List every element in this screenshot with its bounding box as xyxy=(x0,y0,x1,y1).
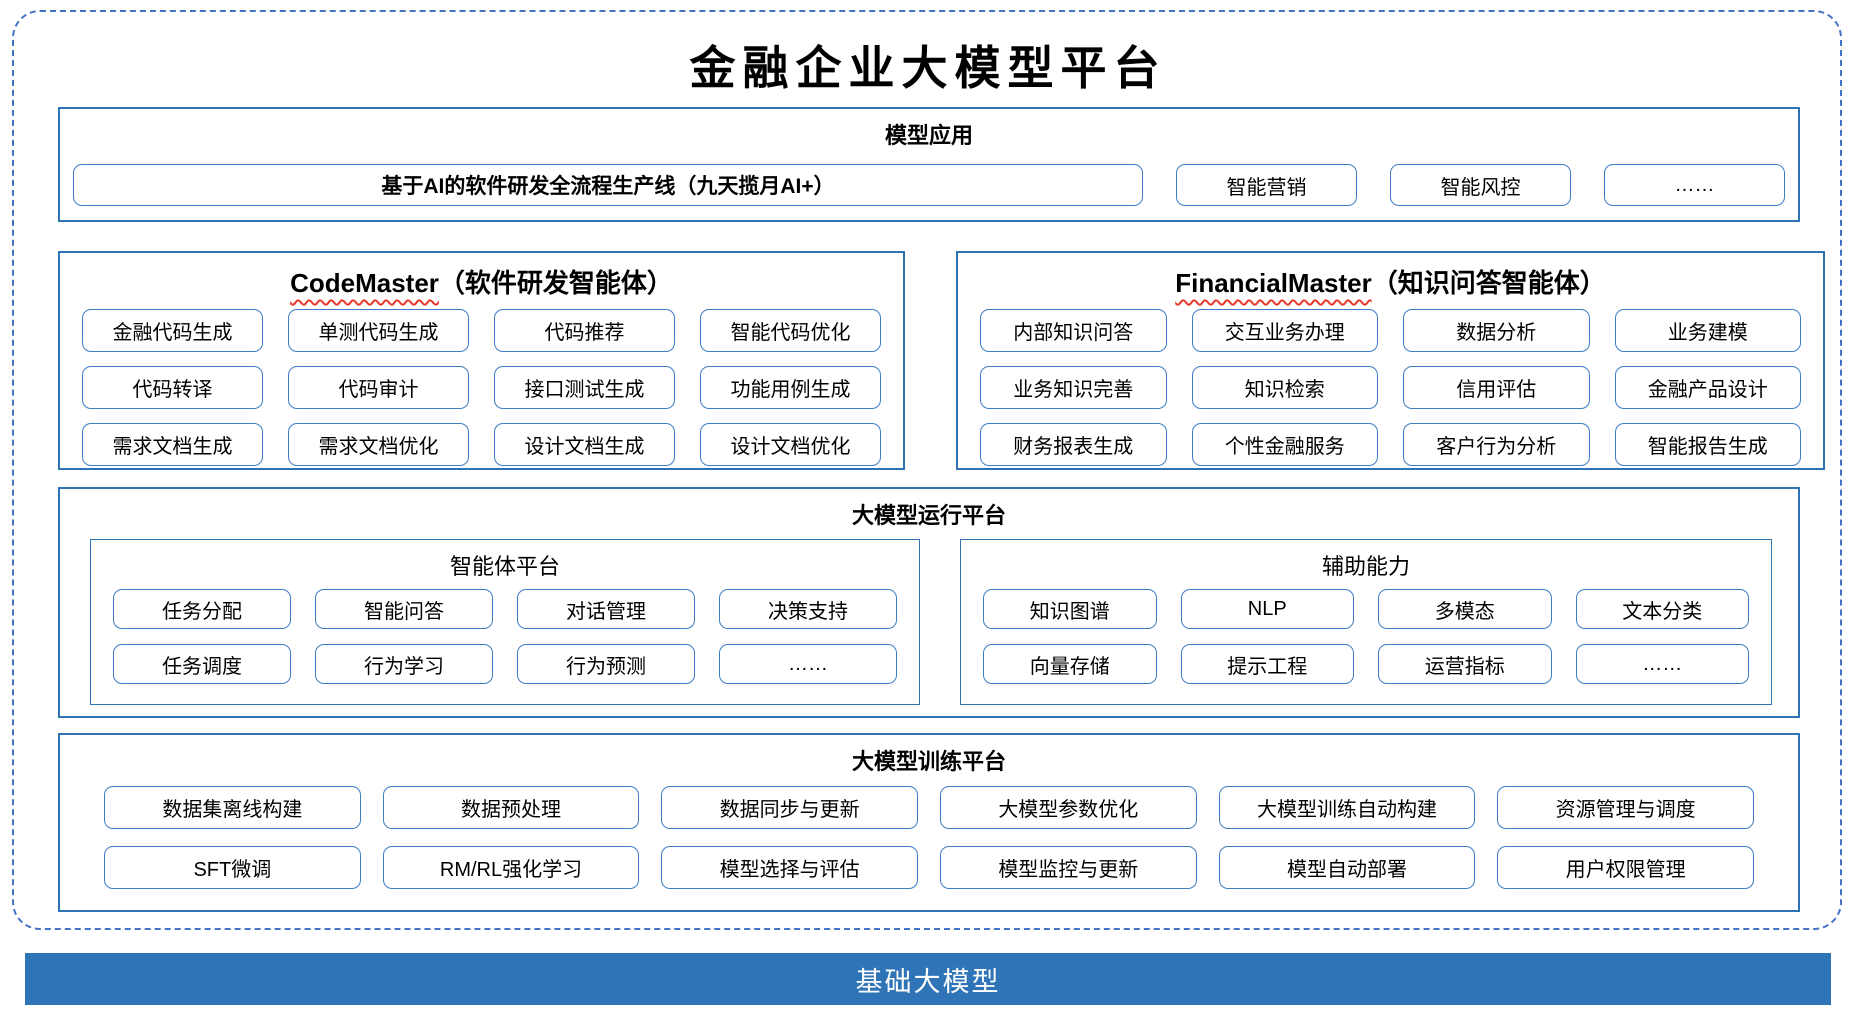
financialmaster-title-zh: （知识问答智能体） xyxy=(1371,268,1606,298)
model-applications-items-row: 基于AI的软件研发全流程生产线（九天揽月AI+） 智能营销 智能风控 …… xyxy=(73,164,1785,206)
aux-capability-item: 多模态 xyxy=(1378,589,1552,629)
codemaster-item: 需求文档生成 xyxy=(82,423,263,466)
financialmaster-items-grid: 内部知识问答 交互业务办理 数据分析 业务建模 业务知识完善 知识检索 信用评估… xyxy=(958,309,1823,466)
financialmaster-item: 财务报表生成 xyxy=(980,423,1167,466)
agent-platform-item: 智能问答 xyxy=(315,589,493,629)
financialmaster-item: 金融产品设计 xyxy=(1614,366,1801,409)
training-platform-item: 大模型训练自动构建 xyxy=(1218,786,1476,829)
financialmaster-item: 个性金融服务 xyxy=(1191,423,1378,466)
agent-platform-items-grid: 任务分配 智能问答 对话管理 决策支持 任务调度 行为学习 行为预测 …… xyxy=(91,589,919,684)
financialmaster-item: 智能报告生成 xyxy=(1614,423,1801,466)
codemaster-item: 智能代码优化 xyxy=(700,309,881,352)
agent-platform-box: 智能体平台 任务分配 智能问答 对话管理 决策支持 任务调度 行为学习 行为预测… xyxy=(90,539,920,705)
agent-platform-header: 智能体平台 xyxy=(449,554,560,579)
model-app-main-pipeline: 基于AI的软件研发全流程生产线（九天揽月AI+） xyxy=(73,164,1143,206)
financialmaster-item: 业务建模 xyxy=(1614,309,1801,352)
agent-platform-item: 行为学习 xyxy=(315,644,493,684)
codemaster-item: 金融代码生成 xyxy=(82,309,263,352)
codemaster-header: CodeMaster（软件研发智能体） xyxy=(60,253,903,300)
aux-capability-header: 辅助能力 xyxy=(1321,554,1410,579)
training-platform-item: 用户权限管理 xyxy=(1497,846,1754,889)
section-codemaster: CodeMaster（软件研发智能体） 金融代码生成 单测代码生成 代码推荐 智… xyxy=(58,251,905,470)
agent-platform-item: 决策支持 xyxy=(719,589,897,629)
section-model-applications: 模型应用 基于AI的软件研发全流程生产线（九天揽月AI+） 智能营销 智能风控 … xyxy=(58,107,1800,222)
aux-capability-item: 知识图谱 xyxy=(983,589,1157,629)
training-platform-item: 数据预处理 xyxy=(382,786,640,829)
model-app-item: …… xyxy=(1604,164,1785,206)
training-platform-item: SFT微调 xyxy=(104,846,361,889)
section-training-platform: 大模型训练平台 数据集离线构建 数据预处理 数据同步与更新 大模型参数优化 大模… xyxy=(58,733,1800,912)
aux-capability-item: 运营指标 xyxy=(1378,644,1552,684)
financialmaster-header: FinancialMaster（知识问答智能体） xyxy=(958,253,1823,300)
codemaster-items-grid: 金融代码生成 单测代码生成 代码推荐 智能代码优化 代码转译 代码审计 接口测试… xyxy=(60,309,903,466)
codemaster-item: 代码审计 xyxy=(288,366,469,409)
training-platform-item: 模型选择与评估 xyxy=(661,846,918,889)
financialmaster-item: 内部知识问答 xyxy=(980,309,1167,352)
training-platform-item: 资源管理与调度 xyxy=(1497,786,1754,829)
section-financialmaster: FinancialMaster（知识问答智能体） 内部知识问答 交互业务办理 数… xyxy=(956,251,1825,470)
runtime-platform-header: 大模型运行平台 xyxy=(851,503,1006,528)
training-platform-item: 模型监控与更新 xyxy=(939,846,1197,889)
financialmaster-item: 客户行为分析 xyxy=(1403,423,1590,466)
codemaster-item: 代码推荐 xyxy=(494,309,675,352)
codemaster-item: 功能用例生成 xyxy=(700,366,881,409)
aux-capability-item: NLP xyxy=(1180,589,1354,629)
agent-platform-item: 行为预测 xyxy=(517,644,695,684)
aux-capability-box: 辅助能力 知识图谱 NLP 多模态 文本分类 向量存储 提示工程 运营指标 …… xyxy=(960,539,1772,705)
codemaster-item: 接口测试生成 xyxy=(494,366,675,409)
model-app-item: 智能风控 xyxy=(1390,164,1571,206)
codemaster-item: 设计文档生成 xyxy=(494,423,675,466)
codemaster-item: 单测代码生成 xyxy=(288,309,469,352)
codemaster-item: 设计文档优化 xyxy=(700,423,881,466)
financialmaster-item: 交互业务办理 xyxy=(1191,309,1378,352)
training-platform-item: RM/RL强化学习 xyxy=(382,846,640,889)
section-runtime-platform: 大模型运行平台 智能体平台 任务分配 智能问答 对话管理 决策支持 任务调度 行… xyxy=(58,487,1800,718)
financialmaster-item: 数据分析 xyxy=(1403,309,1590,352)
agent-platform-item: 任务调度 xyxy=(113,644,291,684)
training-platform-item: 数据集离线构建 xyxy=(104,786,361,829)
financialmaster-item: 信用评估 xyxy=(1403,366,1590,409)
section-model-applications-header: 模型应用 xyxy=(884,123,973,148)
agent-platform-item: 任务分配 xyxy=(113,589,291,629)
agent-platform-item: 对话管理 xyxy=(517,589,695,629)
aux-capability-items-grid: 知识图谱 NLP 多模态 文本分类 向量存储 提示工程 运营指标 …… xyxy=(961,589,1771,684)
training-platform-item: 数据同步与更新 xyxy=(661,786,918,829)
financialmaster-item: 知识检索 xyxy=(1191,366,1378,409)
aux-capability-item: 向量存储 xyxy=(983,644,1157,684)
outer-dashed-frame xyxy=(12,10,1842,930)
base-model-bar: 基础大模型 xyxy=(25,953,1831,1005)
codemaster-title-zh: （软件研发智能体） xyxy=(438,268,673,298)
training-platform-header: 大模型训练平台 xyxy=(851,749,1006,774)
codemaster-title-en: CodeMaster xyxy=(290,268,439,298)
model-app-item: 智能营销 xyxy=(1176,164,1357,206)
aux-capability-item: …… xyxy=(1575,644,1749,684)
aux-capability-item: 文本分类 xyxy=(1575,589,1749,629)
training-platform-items-grid: 数据集离线构建 数据预处理 数据同步与更新 大模型参数优化 大模型训练自动构建 … xyxy=(60,786,1798,889)
codemaster-item: 需求文档优化 xyxy=(288,423,469,466)
training-platform-item: 大模型参数优化 xyxy=(939,786,1197,829)
financialmaster-item: 业务知识完善 xyxy=(980,366,1167,409)
codemaster-item: 代码转译 xyxy=(82,366,263,409)
financialmaster-title-en: FinancialMaster xyxy=(1175,268,1372,298)
aux-capability-item: 提示工程 xyxy=(1180,644,1354,684)
agent-platform-item: …… xyxy=(719,644,897,684)
page-title: 金融企业大模型平台 xyxy=(689,41,1167,95)
training-platform-item: 模型自动部署 xyxy=(1218,846,1476,889)
